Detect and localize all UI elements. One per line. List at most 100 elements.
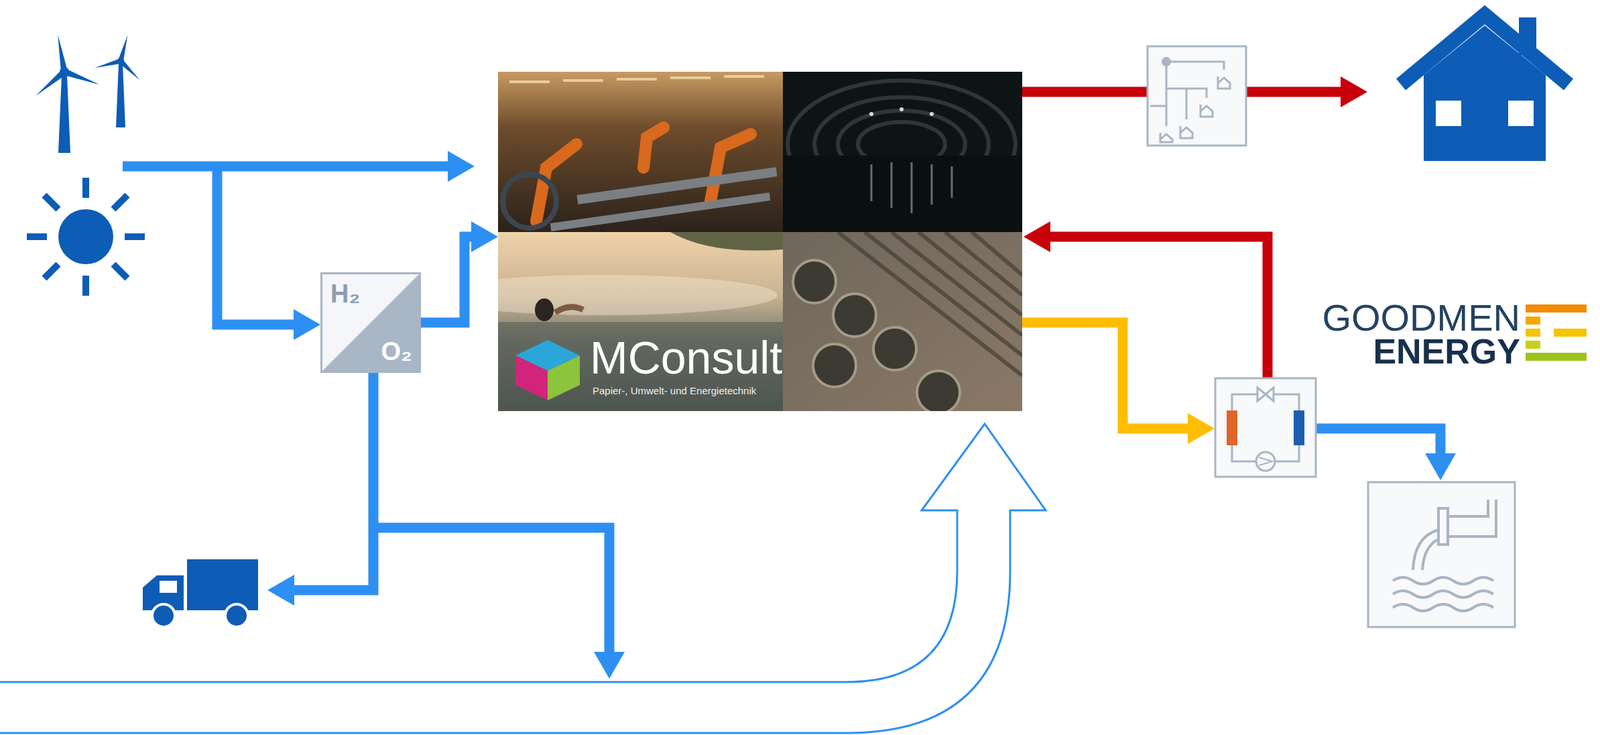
photo-robots-part-part xyxy=(509,80,550,84)
logo-stripes-part xyxy=(1553,328,1587,337)
network-box-part-part xyxy=(1165,61,1168,127)
wind-turbine-icon-part xyxy=(115,63,126,128)
photo-sewage-plant-part-part xyxy=(916,370,960,411)
photo-robots-part xyxy=(498,71,783,232)
photo-sewage-plant-part-part xyxy=(945,231,1023,295)
logo-stripes-part xyxy=(1525,352,1587,361)
photo-swimmer-part xyxy=(670,231,783,251)
photo-robots-part xyxy=(509,75,765,84)
sun-icon-part xyxy=(82,275,90,296)
photo-robots-part xyxy=(550,166,778,232)
network-box-part-part xyxy=(1160,132,1173,143)
outfall-box-part-part xyxy=(1392,590,1494,598)
arrow-head-part xyxy=(267,574,295,606)
wind-turbine-icon xyxy=(33,34,142,153)
photo-swimmer xyxy=(498,231,783,411)
photo-swimmer-part xyxy=(555,306,584,313)
waste-heat-arrow-part xyxy=(1022,322,1190,429)
heat-pump-box xyxy=(1215,378,1316,477)
wind-turbine-icon-part xyxy=(58,75,71,153)
waste-heat-arrow-part xyxy=(1187,412,1215,444)
arrow-head-part xyxy=(1425,453,1456,480)
sun-icon-part xyxy=(124,233,145,240)
logo-word: ENERGY xyxy=(1372,333,1521,369)
truck-icon xyxy=(142,559,259,627)
wind-turbine-icon-part xyxy=(93,34,142,82)
logo-word: GOODMEN xyxy=(1321,298,1521,337)
sun-icon xyxy=(26,177,145,296)
photo-tunnel-part-part xyxy=(910,162,913,214)
photo-tunnel-part xyxy=(871,162,952,214)
photo-tunnel-part-part xyxy=(890,162,893,208)
photo-robots-part-part xyxy=(550,192,771,232)
photo-robots xyxy=(498,71,783,232)
heat-arrow-part xyxy=(1049,236,1268,378)
hydrogen-label: H₂ xyxy=(330,280,360,307)
heat-pump-box-part xyxy=(1257,387,1274,401)
oxygen-label: O₂ xyxy=(381,338,413,364)
heat-arrow-part xyxy=(1022,87,1147,98)
photo-sewage-plant-part-part xyxy=(873,327,917,371)
brand-cube-part xyxy=(515,355,548,401)
arrow-head-part xyxy=(447,150,475,182)
outfall-box xyxy=(1368,481,1515,627)
sun-icon-part xyxy=(113,195,128,210)
arrow-head xyxy=(267,150,1456,679)
photo-sewage-plant-part-part xyxy=(971,231,1023,275)
photo-tunnel-part-part xyxy=(899,107,904,112)
power-arrow-part xyxy=(1316,428,1441,455)
photo-sewage-plant-part-part xyxy=(792,260,836,303)
arrow-head-part xyxy=(1340,76,1368,108)
photo-tunnel-part-part xyxy=(870,164,873,202)
logo-stripes-part xyxy=(1525,328,1587,337)
photo-robots-part-part xyxy=(643,127,664,168)
photo-tunnel-part xyxy=(869,107,934,116)
logo-stripes-part xyxy=(1525,304,1587,313)
network-box-part-part xyxy=(1185,88,1188,120)
photo-swimmer-part xyxy=(498,321,783,411)
photo-robots-part xyxy=(502,174,557,228)
wind-turbine-icon-part-part xyxy=(54,34,68,73)
power-arrow-part xyxy=(122,161,450,172)
electrolyser-box: H₂ O₂ xyxy=(320,272,421,373)
photo-swimmer-part xyxy=(534,298,554,322)
outfall-box-part-part xyxy=(1392,577,1494,584)
brand-name: MConsult xyxy=(589,334,783,381)
house-icon-part xyxy=(1435,100,1462,127)
heat-pump-box-part xyxy=(1258,457,1273,466)
sun-icon-part xyxy=(44,195,59,210)
network-box-part xyxy=(1147,46,1247,146)
photo-robots-part-part xyxy=(563,79,604,82)
wind-turbine-icon-part xyxy=(33,34,101,99)
truck-icon-part xyxy=(225,603,249,627)
photo-robots-part-part xyxy=(710,134,751,202)
network-box-part xyxy=(1161,56,1172,67)
outfall-box-part xyxy=(1392,499,1497,611)
photo-tunnel-part-part xyxy=(951,166,954,198)
outfall-box-part xyxy=(1368,481,1515,627)
logo-stripes xyxy=(1525,304,1587,361)
outfall-box-part-part xyxy=(1447,499,1497,537)
power-arrow xyxy=(122,166,1441,653)
house-icon xyxy=(1400,14,1569,161)
photo-tunnel xyxy=(782,71,1023,232)
sun-icon-part xyxy=(44,264,59,279)
network-box-part-part xyxy=(1200,104,1213,117)
photo-sewage-plant-part xyxy=(792,260,960,411)
waste-heat-arrow xyxy=(1022,322,1215,444)
heat-arrow-part xyxy=(1246,87,1342,98)
photo-collage: MConsultPapier-, Umwelt- und Energietech… xyxy=(498,71,1023,411)
arrow-head-part xyxy=(293,309,321,340)
photo-tunnel-part xyxy=(782,71,1023,232)
wind-turbine-icon-part-part xyxy=(59,67,70,77)
outfall-box-part-part xyxy=(1412,529,1439,570)
arrow-head xyxy=(471,221,499,253)
photo-sewage-plant-part-part xyxy=(891,231,1023,336)
network-box-part-part xyxy=(1166,61,1224,70)
sun-icon-part xyxy=(58,209,114,265)
network-box-part-part xyxy=(1180,126,1193,139)
photo-sewage-plant-part-part xyxy=(918,231,1023,316)
power-arrow-part xyxy=(217,166,295,325)
wind-turbine-icon-part-part xyxy=(117,57,125,65)
